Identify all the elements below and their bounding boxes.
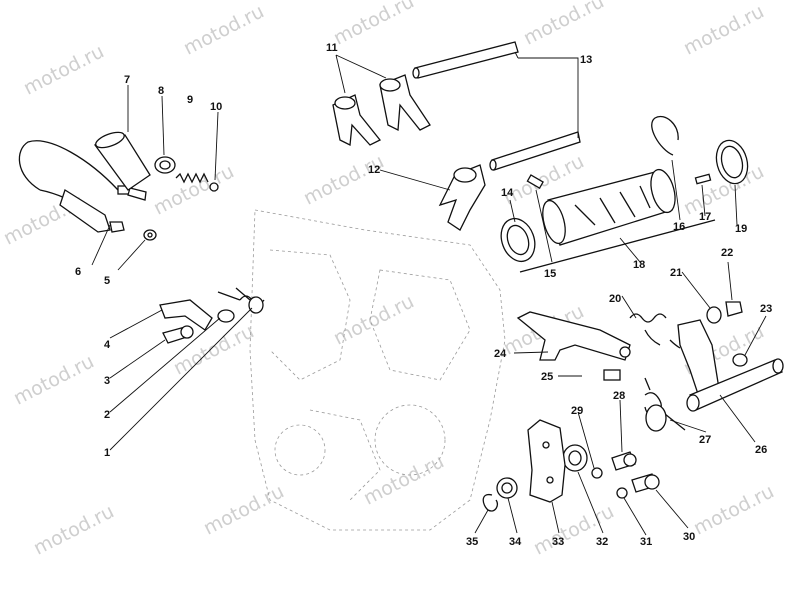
callout-label: 20 xyxy=(609,293,621,305)
bolt-head xyxy=(623,453,637,467)
pin-part xyxy=(694,173,712,185)
washer-part xyxy=(143,229,157,241)
o-ring-inner xyxy=(159,160,171,170)
sensor-housing-part xyxy=(93,131,151,191)
callout-label: 17 xyxy=(699,211,711,223)
callout-label: 18 xyxy=(633,259,645,271)
fork-rod-part xyxy=(491,131,581,171)
callout-label: 26 xyxy=(755,444,767,456)
spring-coil-part xyxy=(248,296,264,314)
gearshift-shaft-part xyxy=(677,319,784,412)
rod-end xyxy=(412,67,420,79)
stopper-plate-part xyxy=(527,419,566,503)
callout-label: 19 xyxy=(735,223,747,235)
washer-part xyxy=(706,306,722,324)
callout-label: 14 xyxy=(501,187,514,199)
leader-lines xyxy=(91,51,767,536)
plate-hole xyxy=(542,441,550,449)
spring-coil-part xyxy=(645,404,667,432)
lever-pivot xyxy=(619,346,631,358)
callout-label: 23 xyxy=(760,303,772,315)
callout-label: 22 xyxy=(721,247,733,259)
washer-hole xyxy=(147,232,153,238)
bolt-part xyxy=(603,369,621,381)
callout-label: 15 xyxy=(544,268,556,280)
ring-inner xyxy=(506,224,530,256)
fork-rod-part xyxy=(414,41,519,79)
bolt-head xyxy=(644,474,660,490)
callout-label: 16 xyxy=(673,221,685,233)
bushing-part xyxy=(732,353,748,367)
callout-label: 21 xyxy=(670,267,682,279)
ring-inner xyxy=(568,450,582,466)
callout-label: 2 xyxy=(104,409,110,421)
callout-label: 34 xyxy=(509,536,522,548)
return-spring-part xyxy=(629,313,681,349)
shift-fork-part xyxy=(332,74,431,147)
circlip-part xyxy=(482,493,499,512)
washer-part xyxy=(496,477,518,499)
callout-label: 28 xyxy=(613,390,625,402)
callout-label: 5 xyxy=(104,275,110,287)
callout-label: 32 xyxy=(596,536,608,548)
callout-label: 8 xyxy=(158,85,164,97)
circlip-part xyxy=(651,115,679,156)
callout-label: 33 xyxy=(552,536,564,548)
cable-sensor-part xyxy=(18,140,147,233)
shift-fork-part xyxy=(438,164,486,231)
callout-label: 35 xyxy=(466,536,478,548)
ring-part xyxy=(715,139,749,185)
engine-block-outline xyxy=(249,209,506,531)
callout-label: 11 xyxy=(326,42,338,54)
ring-part xyxy=(562,444,588,472)
shift-drum-part xyxy=(542,168,676,246)
washer-part xyxy=(616,487,628,499)
callout-label: 1 xyxy=(104,447,110,459)
callout-label: 4 xyxy=(104,339,111,351)
callout-label: 29 xyxy=(571,405,583,417)
rod-end xyxy=(489,159,497,171)
lever-plate-part xyxy=(159,299,213,331)
callout-label: 13 xyxy=(580,54,592,66)
ring-inner xyxy=(720,145,744,179)
callout-label: 6 xyxy=(75,266,81,278)
washer-part xyxy=(217,309,235,323)
shift-lever-part xyxy=(516,311,631,361)
washer-hole xyxy=(501,482,513,494)
callout-label: 3 xyxy=(104,375,110,387)
callout-labels: 1 2 3 4 5 6 7 8 9 10 11 12 13 14 15 16 1… xyxy=(75,42,772,548)
callout-label: 12 xyxy=(368,164,380,176)
callout-label: 10 xyxy=(210,101,222,113)
washer-part xyxy=(591,467,603,479)
o-ring-part xyxy=(154,156,176,174)
spring-part xyxy=(175,172,209,184)
pin-part xyxy=(526,174,544,189)
callout-label: 9 xyxy=(187,94,193,106)
plate-hole xyxy=(546,476,554,484)
callout-label: 31 xyxy=(640,536,652,548)
ball-part xyxy=(209,182,219,192)
callout-label: 27 xyxy=(699,434,711,446)
assembly-bracket-line xyxy=(519,219,716,273)
callout-label: 7 xyxy=(124,74,130,86)
ring-part xyxy=(500,217,536,263)
callout-label: 25 xyxy=(541,371,553,383)
nut-part xyxy=(725,301,743,317)
callout-label: 30 xyxy=(683,531,695,543)
bolt-head xyxy=(180,325,194,339)
callout-label: 24 xyxy=(494,348,507,360)
